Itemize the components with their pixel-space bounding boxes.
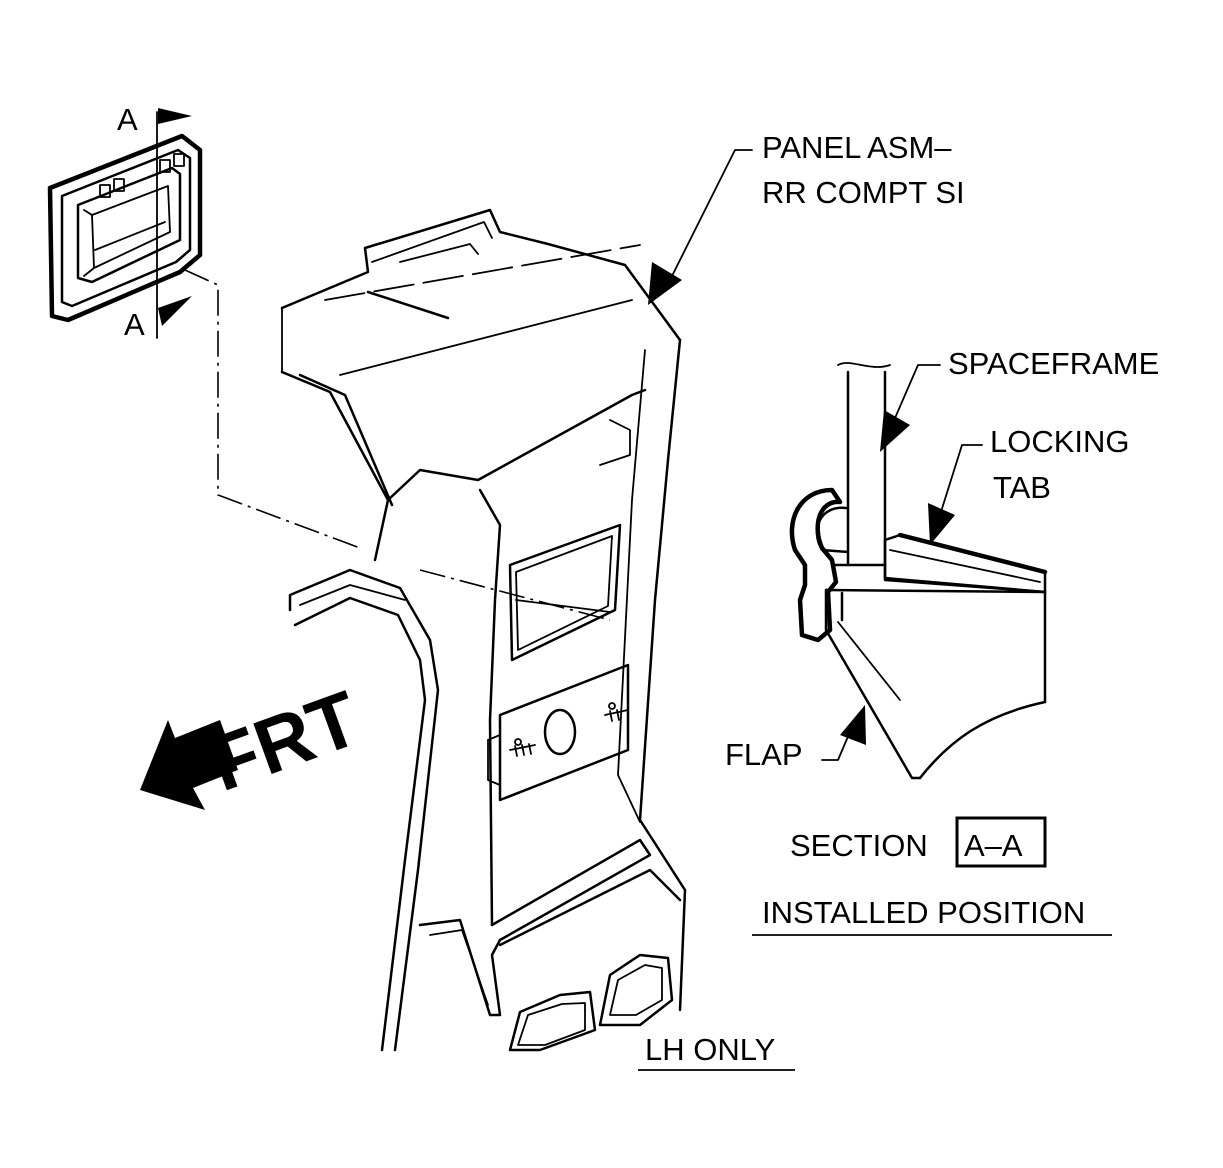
flap-label: FLAP <box>725 737 803 772</box>
locking-tab-label-line2: TAB <box>993 470 1051 505</box>
installed-position-caption: INSTALLED POSITION <box>752 895 1112 936</box>
locking-tab-label-line1: LOCKING <box>990 424 1130 459</box>
section-mark-bottom: A <box>124 307 145 342</box>
panel-assembly <box>280 208 687 1052</box>
vent-part <box>47 133 203 323</box>
panel-callout: PANEL ASM– RR COMPT SI <box>648 130 965 305</box>
section-mark-top: A <box>117 102 138 137</box>
panel-label-line2: RR COMPT SI <box>762 175 965 210</box>
bolt-icon <box>509 738 536 757</box>
section-detail <box>789 362 1048 780</box>
section-caption-prefix: SECTION <box>790 828 928 863</box>
section-cut-line: A A <box>117 102 192 342</box>
flap-callout: FLAP <box>725 705 866 772</box>
spaceframe-label: SPACEFRAME <box>948 346 1159 381</box>
frt-label: FRT <box>198 673 371 808</box>
panel-label-line1: PANEL ASM– <box>762 130 952 165</box>
section-caption-id: A–A <box>964 828 1023 863</box>
section-caption: SECTION A–A <box>790 816 1047 868</box>
lh-only-label: LH ONLY <box>645 1032 775 1067</box>
projection-lines <box>184 269 611 621</box>
front-direction-arrow: FRT <box>140 673 370 810</box>
bolt-icon <box>604 702 629 722</box>
locking-tab-callout: LOCKING TAB <box>928 424 1130 545</box>
installed-position-label: INSTALLED POSITION <box>762 895 1085 930</box>
lh-only-caption: LH ONLY <box>638 1032 795 1071</box>
spaceframe-callout: SPACEFRAME <box>880 346 1159 452</box>
